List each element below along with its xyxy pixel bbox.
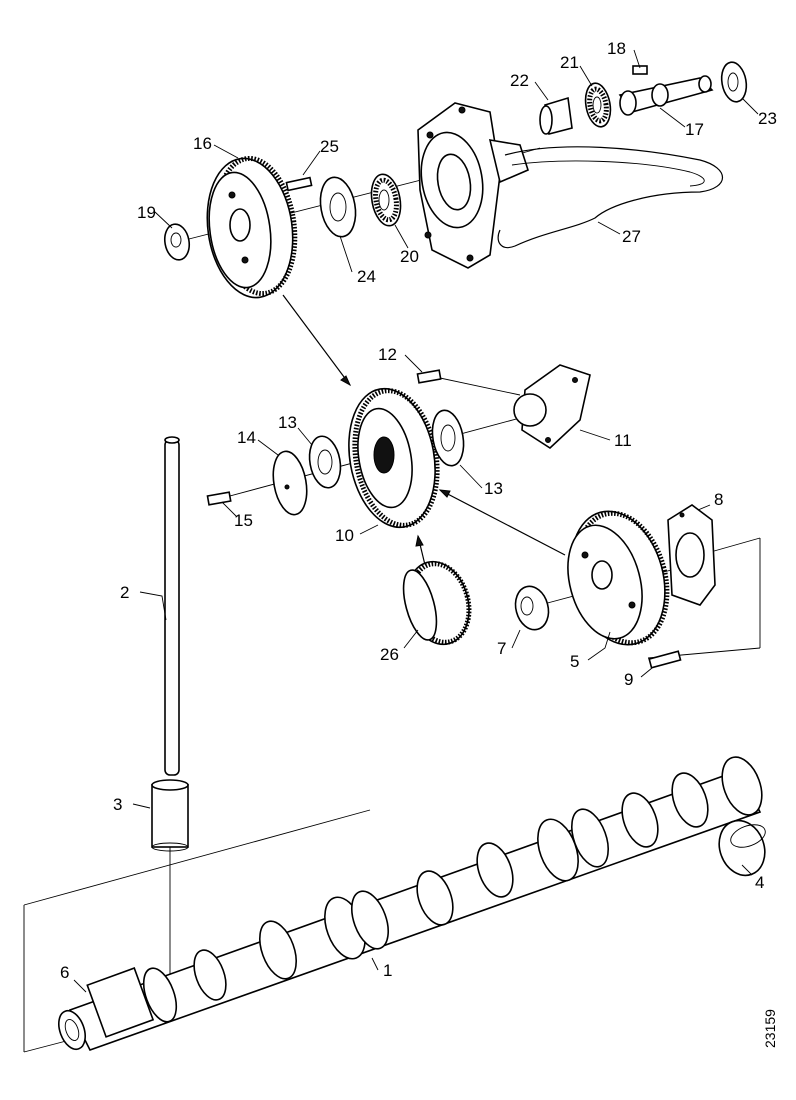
ball-bearing-rear bbox=[584, 82, 612, 128]
callout-21: 21 bbox=[560, 53, 579, 72]
drive-shaft bbox=[618, 75, 714, 116]
bearing-housing bbox=[417, 102, 529, 269]
callout-6: 6 bbox=[60, 963, 69, 982]
callout-9: 9 bbox=[624, 670, 633, 689]
callout-25: 25 bbox=[320, 137, 339, 156]
idler-gear bbox=[348, 387, 440, 529]
callout-20: 20 bbox=[400, 247, 419, 266]
thrust-washer-front bbox=[308, 435, 342, 489]
figure-reference-number: 23159 bbox=[762, 1009, 778, 1048]
oil-seal bbox=[720, 61, 748, 103]
ball-bearing-front bbox=[370, 173, 402, 227]
spacer-sleeve bbox=[539, 96, 573, 136]
callout-22: 22 bbox=[510, 71, 529, 90]
thrust-flange bbox=[667, 504, 716, 606]
callout-23: 23 bbox=[758, 109, 777, 128]
callout-10: 10 bbox=[335, 526, 354, 545]
pushrod bbox=[164, 436, 180, 776]
gasket bbox=[497, 146, 724, 249]
thrust-washer-rear bbox=[431, 409, 465, 467]
bolt-lower bbox=[648, 650, 682, 669]
callout-leaders bbox=[73, 49, 759, 993]
callout-16: 16 bbox=[193, 134, 212, 153]
callout-3: 3 bbox=[113, 795, 122, 814]
callout-2: 2 bbox=[120, 583, 129, 602]
nut bbox=[514, 585, 550, 631]
callout-11: 11 bbox=[614, 431, 632, 450]
callout-17: 17 bbox=[685, 120, 704, 139]
callout-1: 1 bbox=[383, 961, 392, 980]
callout-8: 8 bbox=[714, 490, 723, 509]
callout-5: 5 bbox=[570, 652, 579, 671]
tappet bbox=[151, 779, 189, 852]
stud-bolt bbox=[285, 176, 313, 192]
callout-19: 19 bbox=[137, 203, 156, 222]
idler-bracket bbox=[513, 364, 591, 450]
gear-nut bbox=[163, 223, 191, 261]
small-gear bbox=[402, 560, 472, 646]
callout-24: 24 bbox=[357, 267, 376, 286]
callout-27: 27 bbox=[622, 227, 641, 246]
callout-labels: 1 2 3 4 5 6 7 8 9 10 11 12 13 13 14 15 1… bbox=[60, 39, 778, 1048]
callout-13-rear: 13 bbox=[484, 479, 503, 498]
upper-drive-gear bbox=[206, 155, 298, 299]
callout-4: 4 bbox=[755, 873, 764, 892]
callout-15: 15 bbox=[234, 511, 253, 530]
woodruff-key bbox=[632, 65, 648, 75]
retaining-plate bbox=[272, 450, 308, 516]
screw bbox=[206, 491, 232, 506]
spacer-washer bbox=[319, 176, 357, 238]
callout-7: 7 bbox=[497, 639, 506, 658]
callout-18: 18 bbox=[607, 39, 626, 58]
callout-13-front: 13 bbox=[278, 413, 297, 432]
cam-gear bbox=[567, 510, 670, 646]
camshaft bbox=[58, 756, 763, 1051]
callout-26: 26 bbox=[380, 645, 399, 664]
callout-14: 14 bbox=[237, 428, 256, 447]
bolt-upper bbox=[416, 369, 442, 384]
callout-12: 12 bbox=[378, 345, 397, 364]
